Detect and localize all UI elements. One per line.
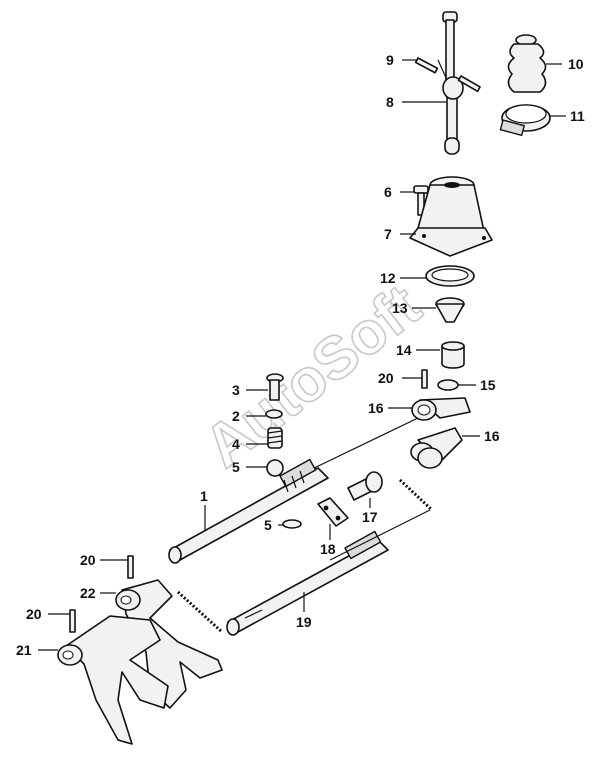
callout-1: 1	[200, 488, 208, 504]
bushing-part-14	[441, 341, 465, 369]
rubber-boot-part-10	[507, 34, 547, 93]
callout-20-c: 20	[26, 606, 42, 622]
callout-14: 14	[396, 342, 412, 358]
callout-6: 6	[384, 184, 392, 200]
shift-lever-part-8	[437, 11, 481, 155]
ball-part-5-upper	[266, 459, 284, 477]
callout-12: 12	[380, 270, 396, 286]
shift-housing-part-7	[409, 176, 493, 257]
shift-fork-part-22	[115, 579, 223, 709]
callout-4: 4	[232, 436, 240, 452]
roll-pin-part-20-middle	[127, 555, 134, 579]
shift-shaft-part-1	[168, 458, 329, 564]
hatched-leader-upper	[398, 478, 434, 512]
guide-pin-part-17	[347, 471, 383, 501]
woodruff-key-part-5-lower	[282, 519, 302, 529]
pin-part-9	[414, 57, 439, 74]
plug-screw-part-3	[266, 373, 284, 401]
callout-19: 19	[296, 614, 312, 630]
callout-17: 17	[362, 509, 378, 525]
callout-18: 18	[320, 541, 336, 557]
callout-16-a: 16	[368, 400, 384, 416]
shift-fork-part-21	[57, 615, 169, 745]
callout-20-b: 20	[80, 552, 96, 568]
callout-5-b: 5	[264, 517, 272, 533]
callout-13: 13	[392, 300, 408, 316]
callout-11: 11	[570, 108, 585, 124]
callout-20-a: 20	[378, 370, 394, 386]
callout-2: 2	[232, 408, 240, 424]
washer-part-2	[265, 409, 283, 419]
callout-9: 9	[386, 52, 394, 68]
callout-8: 8	[386, 94, 394, 110]
seat-part-13	[435, 297, 465, 323]
callout-leaders	[38, 59, 566, 651]
callout-5-a: 5	[232, 459, 240, 475]
spring-part-4	[267, 427, 283, 449]
selector-part-16-upper	[411, 397, 471, 421]
hatched-leader-lower	[176, 590, 224, 634]
callout-16-b: 16	[484, 428, 500, 444]
callout-22: 22	[80, 585, 96, 601]
callout-21: 21	[16, 642, 32, 658]
roll-pin-part-20-lower	[69, 609, 76, 633]
selector-part-16-lower	[410, 427, 463, 469]
callout-3: 3	[232, 382, 240, 398]
o-ring-part-12	[425, 265, 475, 287]
plate-part-18	[317, 497, 349, 527]
roll-pin-part-20-upper	[421, 369, 428, 389]
circlip-part-15	[437, 379, 459, 391]
clamp-part-11	[499, 104, 551, 137]
callout-labels: 9 8 10 11 6 7 12 13 14 20 15 3 16 2 16 4…	[16, 52, 585, 658]
callout-15: 15	[480, 377, 496, 393]
callout-7: 7	[384, 226, 392, 242]
callout-10: 10	[568, 56, 584, 72]
